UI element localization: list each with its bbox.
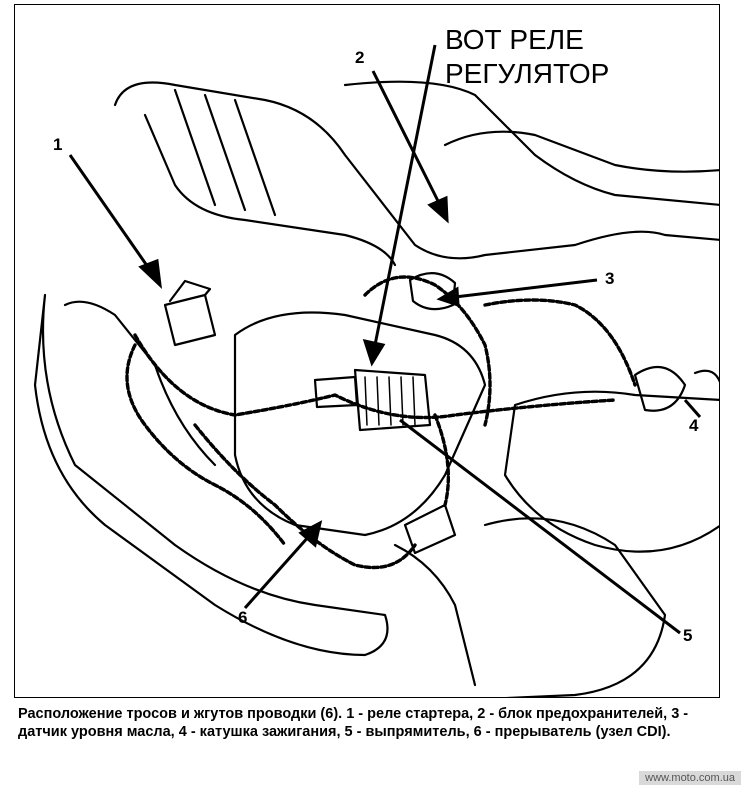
upper-housing [343,80,719,206]
callout-3: 3 [605,269,615,288]
frame-outline [113,81,719,260]
arrow-2 [427,195,449,224]
leader-4 [683,399,702,418]
right-tank [503,390,719,553]
leader-1 [68,154,152,271]
callout-6: 6 [238,608,248,627]
lower-engine-2 [393,543,477,687]
callout-2: 2 [355,48,365,67]
oil-sensor [408,272,457,311]
annotation-note: ВОТ РЕЛЕ РЕГУЛЯТОР [445,23,609,91]
leader-2 [371,70,442,206]
ignition-coil [633,365,687,412]
rectifier [353,368,432,432]
arrow-6 [298,520,323,548]
frame-inner [143,113,397,267]
upper-housing-2 [443,130,719,173]
annotation-line-1: ВОТ РЕЛЕ [445,24,584,55]
left-body-inner [63,300,217,467]
leader-6 [243,534,312,609]
arrow-3 [436,286,460,308]
watermark: www.moto.com.ua [639,771,741,785]
callout-1: 1 [53,135,63,154]
callout-5: 5 [683,626,693,645]
starter-relay-top [168,279,212,303]
central-body [233,311,487,537]
harness-left [125,343,287,547]
wiring-diagram-drawing [33,44,719,697]
diagram-frame: ВОТ РЕЛЕ РЕГУЛЯТОР 1 2 3 4 5 6 [14,4,720,698]
starter-relay [163,293,217,347]
lower-engine [483,517,667,697]
leader-3 [454,278,598,299]
cdi-connector [403,503,457,555]
harness-lower [193,423,417,570]
leader-annotation [373,44,437,346]
figure-caption: Расположение тросов и жгутов проводки (6… [18,706,689,740]
harness-main [133,333,617,420]
rectifier-fins [364,376,416,426]
annotation-line-2: РЕГУЛЯТОР [445,58,610,89]
harness-upper [363,275,492,427]
arrow-annotation [362,338,386,367]
harness-right [483,298,637,387]
left-body [33,293,389,657]
leader-5 [399,418,681,635]
callout-4: 4 [689,416,699,435]
harness-cdi [433,413,450,507]
frame-bar [173,88,277,217]
coil-cap [693,369,719,383]
arrow-1 [138,258,163,289]
